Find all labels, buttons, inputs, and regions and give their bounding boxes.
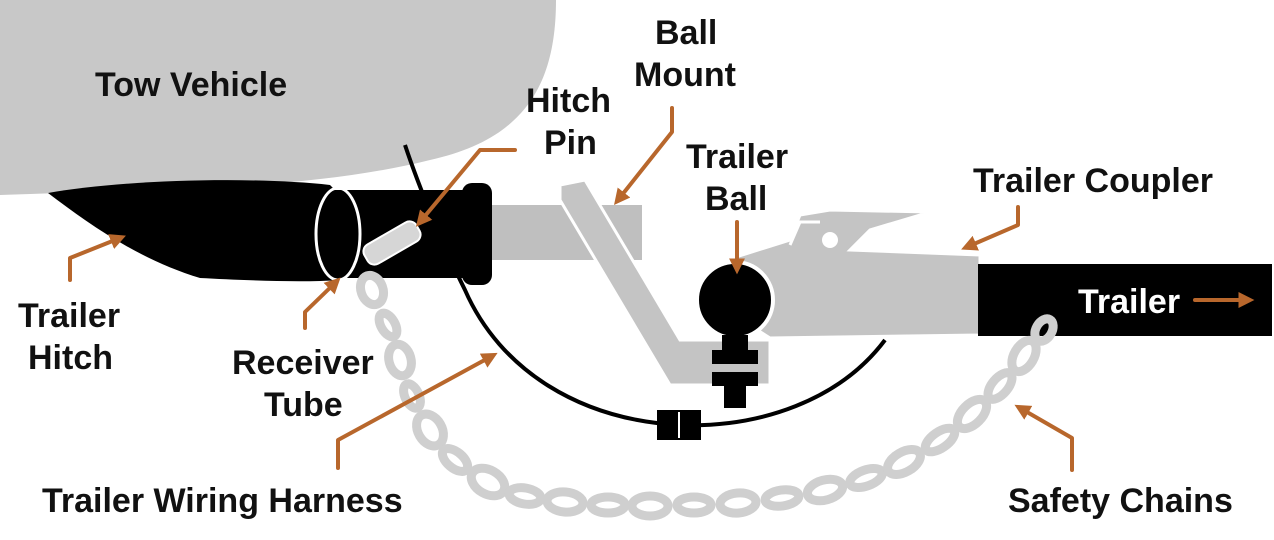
hitch-pin — [362, 220, 422, 266]
safety-chain — [355, 270, 1058, 521]
label-trailer-hitch-line1: Trailer — [18, 297, 120, 335]
label-ball-mount-line1: Ball — [655, 14, 717, 52]
callout-arrows — [68, 106, 1255, 472]
label-trailer-coupler: Trailer Coupler — [973, 162, 1213, 200]
label-tow-vehicle: Tow Vehicle — [95, 66, 287, 104]
label-ball-mount-line2: Mount — [634, 56, 736, 94]
trailer-ball-shape — [695, 260, 775, 340]
label-receiver-tube-line1: Receiver — [232, 344, 374, 382]
label-hitch-pin-line2: Pin — [544, 124, 597, 162]
label-trailer-hitch-line2: Hitch — [28, 339, 113, 377]
label-trailer: Trailer — [1078, 283, 1180, 321]
label-hitch-pin-line1: Hitch — [526, 82, 611, 120]
label-trailer-ball-line2: Ball — [705, 180, 767, 218]
receiver-collar — [462, 183, 492, 285]
label-trailer-ball-line1: Trailer — [686, 138, 788, 176]
label-wiring-harness: Trailer Wiring Harness — [42, 482, 403, 520]
label-receiver-tube-line2: Tube — [264, 386, 343, 424]
ball-mount-drop — [558, 178, 772, 387]
tow-vehicle-body — [0, 0, 556, 195]
trailer-hitch-shape — [48, 180, 351, 282]
wiring-harness-cable — [403, 144, 887, 428]
label-safety-chains: Safety Chains — [1008, 482, 1233, 520]
